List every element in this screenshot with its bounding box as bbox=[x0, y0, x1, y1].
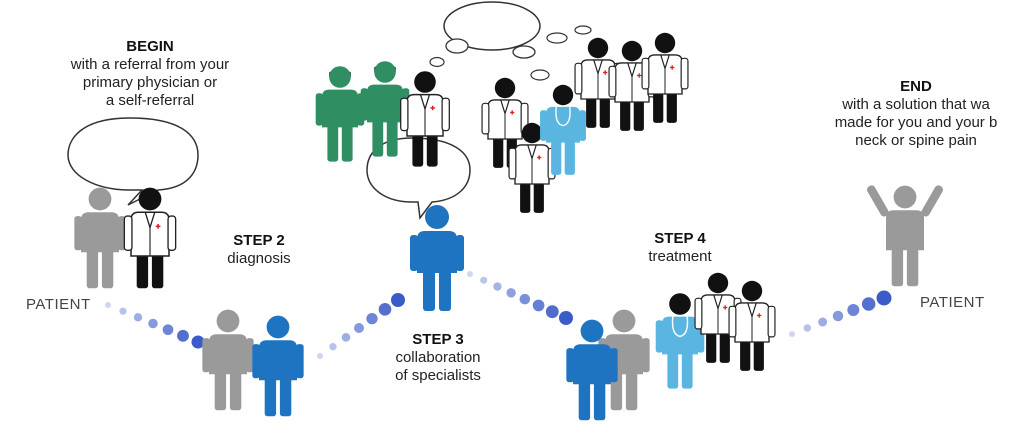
path-step3-dot bbox=[559, 311, 573, 325]
begin-line-2: primary physician or bbox=[82, 74, 218, 91]
patient-end-figure bbox=[866, 185, 944, 287]
patient-label-start: PATIENT bbox=[26, 296, 91, 313]
path-step4-dot bbox=[876, 290, 892, 306]
path-step4-dot bbox=[832, 310, 844, 322]
path-dots bbox=[105, 271, 892, 359]
path-step2-dot bbox=[329, 343, 337, 351]
path-start-dot bbox=[162, 324, 174, 335]
path-step3-dot bbox=[532, 299, 545, 312]
path-step3-dot bbox=[467, 271, 473, 277]
specialist-doctor-figure-1 bbox=[400, 71, 450, 167]
end-label: END with a solution that wa made for you… bbox=[808, 78, 1024, 150]
path-step3-dot bbox=[506, 288, 516, 298]
path-start-dot bbox=[133, 313, 143, 322]
path-step4-dot bbox=[847, 304, 860, 316]
path-start-dot bbox=[105, 302, 111, 308]
begin-label: BEGIN with a referral from your primary … bbox=[45, 38, 255, 110]
specialist-doctor-figure-4 bbox=[574, 37, 622, 128]
path-step2-dot bbox=[354, 323, 364, 333]
step4-label: STEP 4 treatment bbox=[630, 230, 730, 266]
thought-bubble-dot-2 bbox=[429, 56, 445, 68]
speech-bubbles bbox=[67, 1, 592, 220]
path-step2-dot bbox=[317, 353, 323, 359]
patient-label-end: PATIENT bbox=[920, 294, 985, 311]
path-step3-dot bbox=[519, 293, 531, 305]
step3-patient-figure bbox=[410, 205, 464, 311]
step2-doctor-figure bbox=[252, 315, 304, 417]
referring-doctor-figure bbox=[123, 187, 177, 289]
step2-label: STEP 2 diagnosis bbox=[214, 232, 304, 268]
step2-heading: STEP 2 bbox=[233, 232, 285, 249]
path-step3-dot bbox=[493, 282, 502, 291]
path-step4-dot bbox=[818, 317, 828, 327]
path-step2-dot bbox=[341, 333, 351, 342]
path-step4-dot bbox=[861, 297, 876, 311]
treatment-nurse-figure bbox=[655, 293, 705, 389]
path-step3-dot bbox=[545, 305, 559, 319]
path-start-dot bbox=[119, 307, 127, 315]
step3-heading: STEP 3 bbox=[412, 331, 464, 348]
path-step2-dot bbox=[366, 313, 378, 325]
step4-heading: STEP 4 bbox=[654, 230, 706, 247]
patient-start-figure bbox=[74, 187, 126, 289]
path-step4-dot bbox=[803, 324, 812, 332]
begin-heading: BEGIN bbox=[126, 38, 174, 55]
path-step3-dot bbox=[480, 276, 488, 284]
step2-line-1: diagnosis bbox=[227, 250, 291, 267]
path-start-dot bbox=[177, 329, 189, 342]
speech-bubble-step3 bbox=[366, 137, 471, 220]
path-step2-dot bbox=[378, 303, 392, 316]
thought-bubble-dot-3 bbox=[512, 45, 536, 59]
path-start-dot bbox=[191, 335, 205, 349]
specialist-doctor-figure-2 bbox=[481, 77, 529, 168]
thought-bubble-dot-1 bbox=[445, 38, 469, 54]
step3-label: STEP 3 collaboration of specialists bbox=[383, 331, 493, 385]
step3-line-2: of specialists bbox=[395, 367, 481, 384]
begin-line-1: with a referral from your bbox=[70, 56, 230, 73]
step2-patient-figure bbox=[202, 309, 254, 411]
end-line-2: made for you and your b bbox=[834, 114, 998, 131]
specialist-doctor-figure-6 bbox=[641, 32, 689, 123]
surgeon-figure-1 bbox=[315, 66, 365, 162]
path-step4-dot bbox=[789, 331, 795, 337]
thought-bubble-large bbox=[443, 1, 541, 51]
thought-bubble-dot-4 bbox=[546, 32, 568, 44]
treatment-doctor-figure-2 bbox=[728, 280, 776, 371]
end-heading: END bbox=[900, 78, 932, 95]
path-step2-dot bbox=[391, 293, 405, 307]
thought-bubble-dot-5 bbox=[574, 25, 592, 35]
begin-line-3: a self-referral bbox=[105, 92, 195, 109]
speech-bubble-begin bbox=[67, 117, 199, 206]
thought-bubble-dot-6 bbox=[530, 69, 550, 81]
nurse-figure bbox=[540, 84, 586, 175]
step3-line-1: collaboration bbox=[395, 349, 481, 366]
people-figures bbox=[74, 32, 944, 421]
path-start-dot bbox=[148, 318, 158, 329]
step4-line-1: treatment bbox=[648, 248, 712, 265]
end-line-1: with a solution that wa bbox=[842, 96, 990, 113]
end-line-3: neck or spine pain bbox=[855, 132, 977, 149]
step4-patient-blue-figure bbox=[566, 319, 618, 421]
